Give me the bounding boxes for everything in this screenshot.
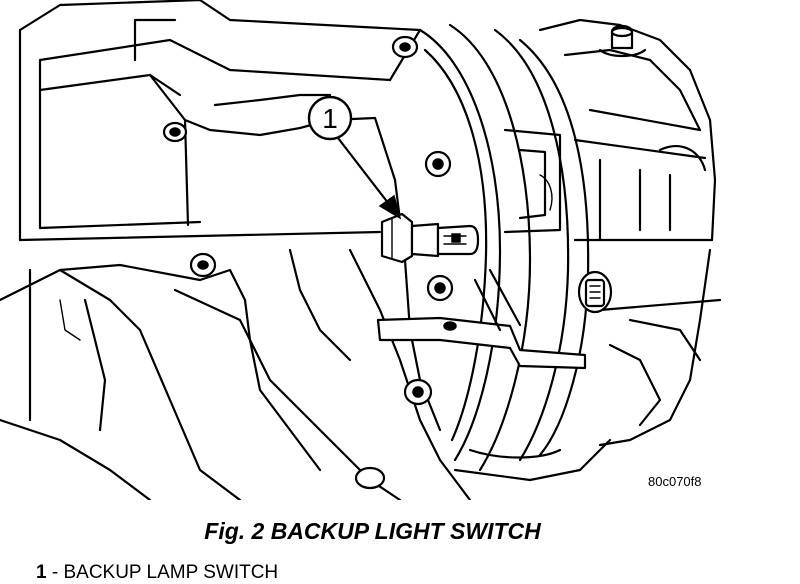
figure-caption: Fig. 2 BACKUP LIGHT SWITCH	[204, 518, 541, 544]
bolt-7	[577, 270, 613, 314]
bolt-4	[189, 252, 217, 278]
callout-1: 1	[307, 95, 353, 141]
legend-number: 1	[36, 562, 47, 583]
callout-arrow	[336, 136, 402, 220]
transmission-diagram: 1	[0, 0, 722, 500]
bolt-8	[354, 466, 386, 490]
backup-lamp-switch	[380, 212, 480, 264]
legend-label: BACKUP LAMP SWITCH	[63, 562, 279, 583]
bolt-6	[403, 378, 433, 406]
bolt-1	[391, 35, 419, 59]
bolt-5	[426, 274, 454, 302]
legend-item: 1 - BACKUP LAMP SWITCH	[36, 562, 278, 584]
image-code: 80c070f8	[648, 474, 702, 489]
mount-bracket	[376, 268, 587, 370]
legend-separator: -	[46, 562, 64, 583]
bolt-3	[424, 150, 452, 178]
callout-number: 1	[322, 103, 338, 134]
case-flange	[418, 23, 612, 482]
bolt-2	[162, 121, 188, 143]
vent-tube	[598, 24, 647, 58]
